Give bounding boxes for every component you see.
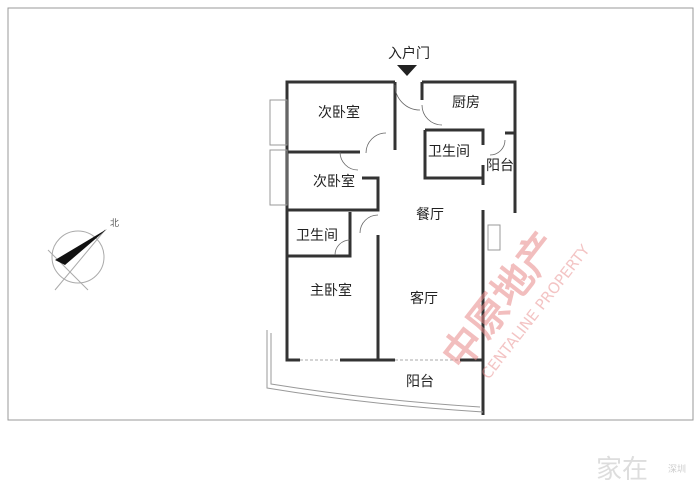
svg-text:深圳: 深圳 — [668, 464, 686, 475]
door-swings — [334, 84, 506, 256]
entrance-arrow-icon — [397, 65, 417, 76]
room-label-bedroom-2a: 次卧室 — [318, 104, 360, 121]
walls — [266, 80, 517, 415]
room-label-living-room: 客厅 — [410, 290, 438, 307]
centaline-watermark: 中原地产 CENTALINE PROPERTY — [434, 224, 594, 383]
room-label-bathroom-left: 卫生间 — [296, 228, 338, 244]
compass-icon: 北 — [47, 218, 119, 291]
corner-watermark: 家在 深圳 — [596, 455, 686, 485]
room-label-balcony-small: 阳台 — [486, 158, 514, 174]
room-label-kitchen: 厨房 — [452, 95, 480, 111]
room-label-balcony-main: 阳台 — [406, 374, 434, 390]
room-label-dining-room: 餐厅 — [416, 207, 444, 223]
room-label-bathroom-right: 卫生间 — [428, 144, 470, 160]
room-label-master-bedroom: 主卧室 — [310, 282, 352, 299]
room-label-bedroom-2b: 次卧室 — [313, 173, 355, 190]
svg-text:家在: 家在 — [596, 455, 648, 485]
entrance-label: 入户门 — [388, 45, 430, 62]
compass-north-label: 北 — [110, 218, 119, 229]
frame-border — [7, 7, 694, 421]
